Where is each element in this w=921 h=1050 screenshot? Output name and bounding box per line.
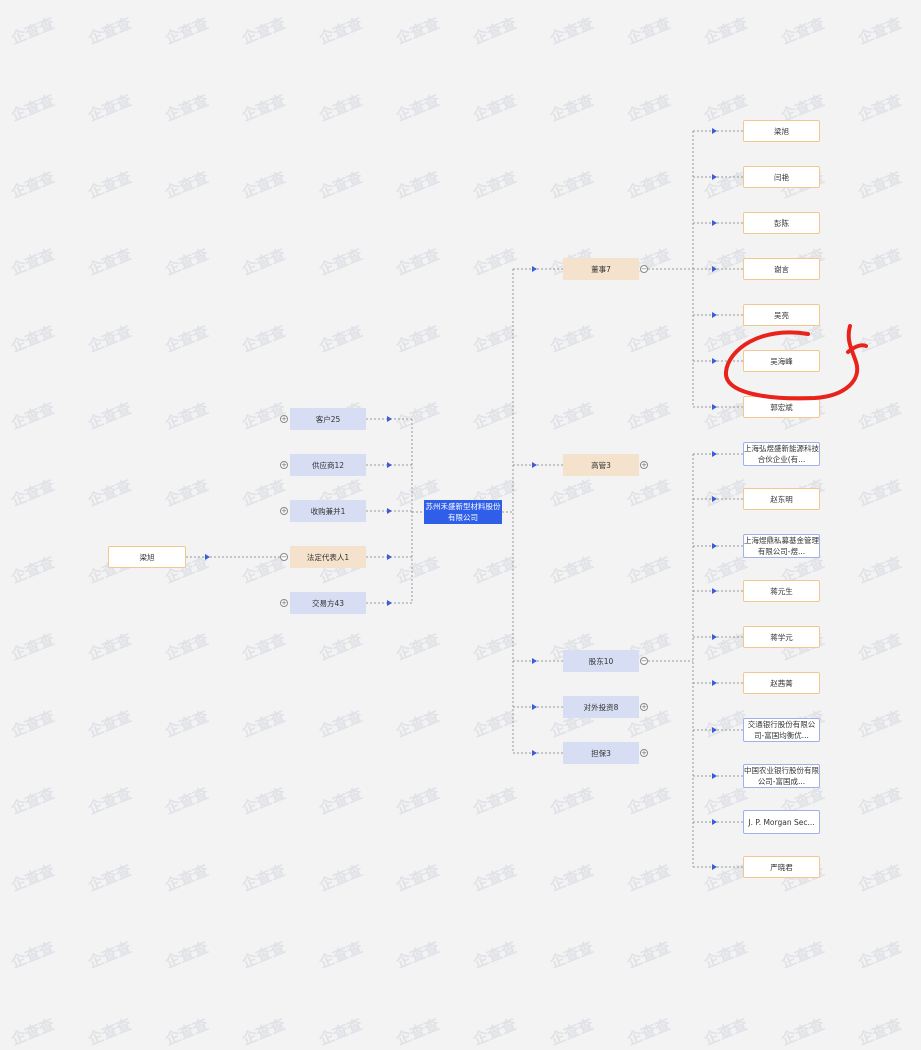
director-node[interactable]: 郭宏斌 — [743, 396, 820, 418]
director-node[interactable]: 梁旭 — [743, 120, 820, 142]
center-company-label: 苏州禾盛新型材料股份有限公司 — [425, 502, 501, 522]
category-acquisitions[interactable]: 收购兼并1 — [290, 500, 366, 522]
director-node[interactable]: 闫艳 — [743, 166, 820, 188]
arrow-icon — [712, 358, 717, 364]
shareholder-name: 赵茜菁 — [770, 678, 793, 688]
arrow-icon — [387, 508, 392, 514]
shareholder-name: 赵东明 — [770, 494, 793, 504]
director-name: 吴海峰 — [770, 356, 793, 366]
shareholder-node[interactable]: 上海煜鼎私募基金管理有限公司-煜... — [743, 534, 820, 558]
arrow-icon — [712, 588, 717, 594]
expand-toggle-investments[interactable]: + — [640, 703, 648, 711]
arrow-icon — [712, 727, 717, 733]
category-customers[interactable]: 客户25 — [290, 408, 366, 430]
arrow-icon — [712, 680, 717, 686]
category-legal-representative[interactable]: 法定代表人1 — [290, 546, 366, 568]
category-label: 交易方43 — [311, 598, 345, 608]
director-name: 梁旭 — [774, 126, 789, 136]
category-guarantees[interactable]: 担保3 — [563, 742, 639, 764]
shareholder-node[interactable]: 上海弘煜盛新能源科技合伙企业(有... — [743, 442, 820, 466]
arrow-icon — [712, 634, 717, 640]
shareholder-node[interactable]: 中国农业银行股份有限公司-富国成... — [743, 764, 820, 788]
root-person-node[interactable]: 梁旭 — [108, 546, 186, 568]
arrow-icon — [712, 266, 717, 272]
category-label: 董事7 — [591, 264, 611, 274]
shareholder-name: 交通银行股份有限公司-富国均衡优... — [747, 720, 816, 740]
expand-toggle-trading[interactable]: + — [280, 599, 288, 607]
arrow-icon — [532, 462, 537, 468]
shareholder-node[interactable]: 蒋元生 — [743, 580, 820, 602]
shareholder-name: 上海弘煜盛新能源科技合伙企业(有... — [744, 444, 819, 464]
category-investments[interactable]: 对外投资8 — [563, 696, 639, 718]
shareholder-node[interactable]: 交通银行股份有限公司-富国均衡优... — [743, 718, 820, 742]
arrow-icon — [387, 462, 392, 468]
director-node[interactable]: 吴海峰 — [743, 350, 820, 372]
arrow-icon — [712, 128, 717, 134]
shareholder-name: 蒋元生 — [770, 586, 793, 596]
shareholder-node[interactable]: J. P. Morgan Sec... — [743, 810, 820, 834]
category-label: 高管3 — [591, 460, 611, 470]
expand-toggle-acquisitions[interactable]: + — [280, 507, 288, 515]
arrow-icon — [205, 554, 210, 560]
category-trading-parties[interactable]: 交易方43 — [290, 592, 366, 614]
arrow-icon — [712, 543, 717, 549]
category-suppliers[interactable]: 供应商12 — [290, 454, 366, 476]
arrow-icon — [387, 554, 392, 560]
arrow-icon — [712, 819, 717, 825]
shareholder-name: 中国农业银行股份有限公司-富国成... — [744, 766, 819, 786]
director-node[interactable]: 谢言 — [743, 258, 820, 280]
collapse-toggle-legal-rep[interactable]: − — [280, 553, 288, 561]
expand-toggle-suppliers[interactable]: + — [280, 461, 288, 469]
category-executives[interactable]: 高管3 — [563, 454, 639, 476]
arrow-icon — [712, 220, 717, 226]
arrow-icon — [532, 750, 537, 756]
arrow-icon — [387, 600, 392, 606]
expand-toggle-executives[interactable]: + — [640, 461, 648, 469]
shareholder-node[interactable]: 严晓君 — [743, 856, 820, 878]
category-label: 对外投资8 — [583, 702, 619, 712]
shareholder-name: J. P. Morgan Sec... — [748, 817, 815, 827]
expand-toggle-customers[interactable]: + — [280, 415, 288, 423]
arrow-icon — [712, 404, 717, 410]
arrow-icon — [712, 496, 717, 502]
director-name: 彭陈 — [774, 218, 789, 228]
arrow-icon — [712, 864, 717, 870]
arrow-icon — [712, 773, 717, 779]
arrow-icon — [712, 451, 717, 457]
shareholder-node[interactable]: 赵东明 — [743, 488, 820, 510]
collapse-toggle-shareholders[interactable]: − — [640, 657, 648, 665]
director-name: 谢言 — [774, 264, 789, 274]
director-node[interactable]: 吴亮 — [743, 304, 820, 326]
shareholder-name: 上海煜鼎私募基金管理有限公司-煜... — [744, 536, 819, 556]
director-name: 郭宏斌 — [770, 402, 793, 412]
arrow-icon — [387, 416, 392, 422]
shareholder-node[interactable]: 赵茜菁 — [743, 672, 820, 694]
category-label: 股东10 — [588, 656, 614, 666]
category-label: 法定代表人1 — [306, 552, 350, 562]
category-label: 供应商12 — [311, 460, 345, 470]
category-label: 收购兼并1 — [310, 506, 346, 516]
director-node[interactable]: 彭陈 — [743, 212, 820, 234]
connector-lines — [186, 130, 743, 868]
category-shareholders[interactable]: 股东10 — [563, 650, 639, 672]
arrow-icon — [712, 174, 717, 180]
arrow-icon — [532, 704, 537, 710]
arrow-icon — [532, 658, 537, 664]
relationship-graph: 企查查企查查企查查企查查企查查企查查企查查企查查企查查企查查企查查企查查企查查企… — [8, 14, 903, 1049]
shareholder-node[interactable]: 蒋学元 — [743, 626, 820, 648]
center-company-node[interactable]: 苏州禾盛新型材料股份有限公司 — [424, 500, 502, 524]
collapse-toggle-directors[interactable]: − — [640, 265, 648, 273]
category-label: 担保3 — [591, 748, 611, 758]
category-label: 客户25 — [315, 414, 341, 424]
shareholder-name: 蒋学元 — [770, 632, 793, 642]
shareholder-name: 严晓君 — [770, 862, 793, 872]
root-person-label: 梁旭 — [139, 552, 155, 562]
arrow-icon — [712, 312, 717, 318]
arrow-icon — [532, 266, 537, 272]
director-name: 吴亮 — [774, 310, 789, 320]
category-directors[interactable]: 董事7 — [563, 258, 639, 280]
director-name: 闫艳 — [774, 172, 789, 182]
expand-toggle-guarantees[interactable]: + — [640, 749, 648, 757]
